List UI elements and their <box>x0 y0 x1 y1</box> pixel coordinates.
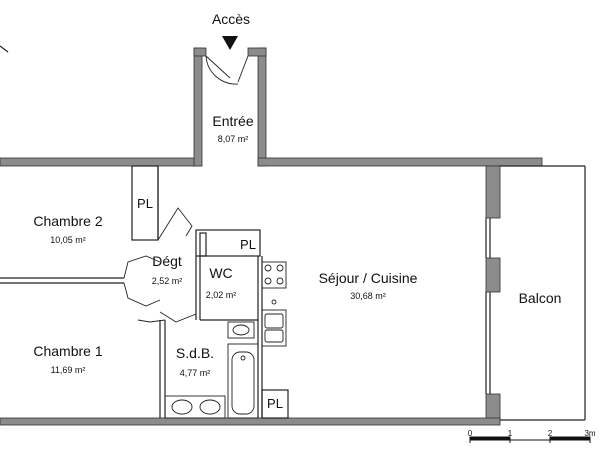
room-name-chambre-2: Chambre 2 <box>33 213 103 229</box>
room-area-entree: 8,07 m² <box>217 134 249 144</box>
room-area-sejour: 30,68 m² <box>350 291 386 301</box>
room-name-sdb: S.d.B. <box>175 345 215 361</box>
room-name-balcon: Balcon <box>518 290 562 306</box>
room-name-chambre-1: Chambre 1 <box>33 343 103 359</box>
scale-bar <box>469 436 591 443</box>
scale-tick-label: 1 <box>507 429 513 438</box>
door-swings <box>123 55 249 323</box>
access-label: Accès <box>211 11 251 27</box>
closet-label: PL <box>267 396 283 411</box>
room-name-sejour: Séjour / Cuisine <box>318 270 418 286</box>
bathroom-fixtures <box>164 321 259 419</box>
closet-label: PL <box>137 196 153 211</box>
room-area-degt: 2,52 m² <box>151 276 183 286</box>
interior-walls <box>0 45 586 421</box>
walls <box>0 47 543 426</box>
room-name-degt: Dégt <box>152 253 182 269</box>
room-area-chambre-2: 10,05 m² <box>50 235 86 245</box>
kitchen-fixtures <box>261 261 287 347</box>
closet-label: PL <box>240 237 256 252</box>
room-name-entree: Entrée <box>212 113 254 129</box>
scale-tick-label: 0 <box>467 429 473 438</box>
scale-tick-label: 3m <box>584 429 596 438</box>
room-area-sdb: 4,77 m² <box>179 368 211 378</box>
scale-tick-label: 2 <box>547 429 553 438</box>
room-name-wc: WC <box>209 265 233 281</box>
room-area-wc: 2,02 m² <box>205 290 237 300</box>
access-arrow-icon <box>222 36 238 50</box>
room-area-chambre-1: 11,69 m² <box>50 365 86 375</box>
